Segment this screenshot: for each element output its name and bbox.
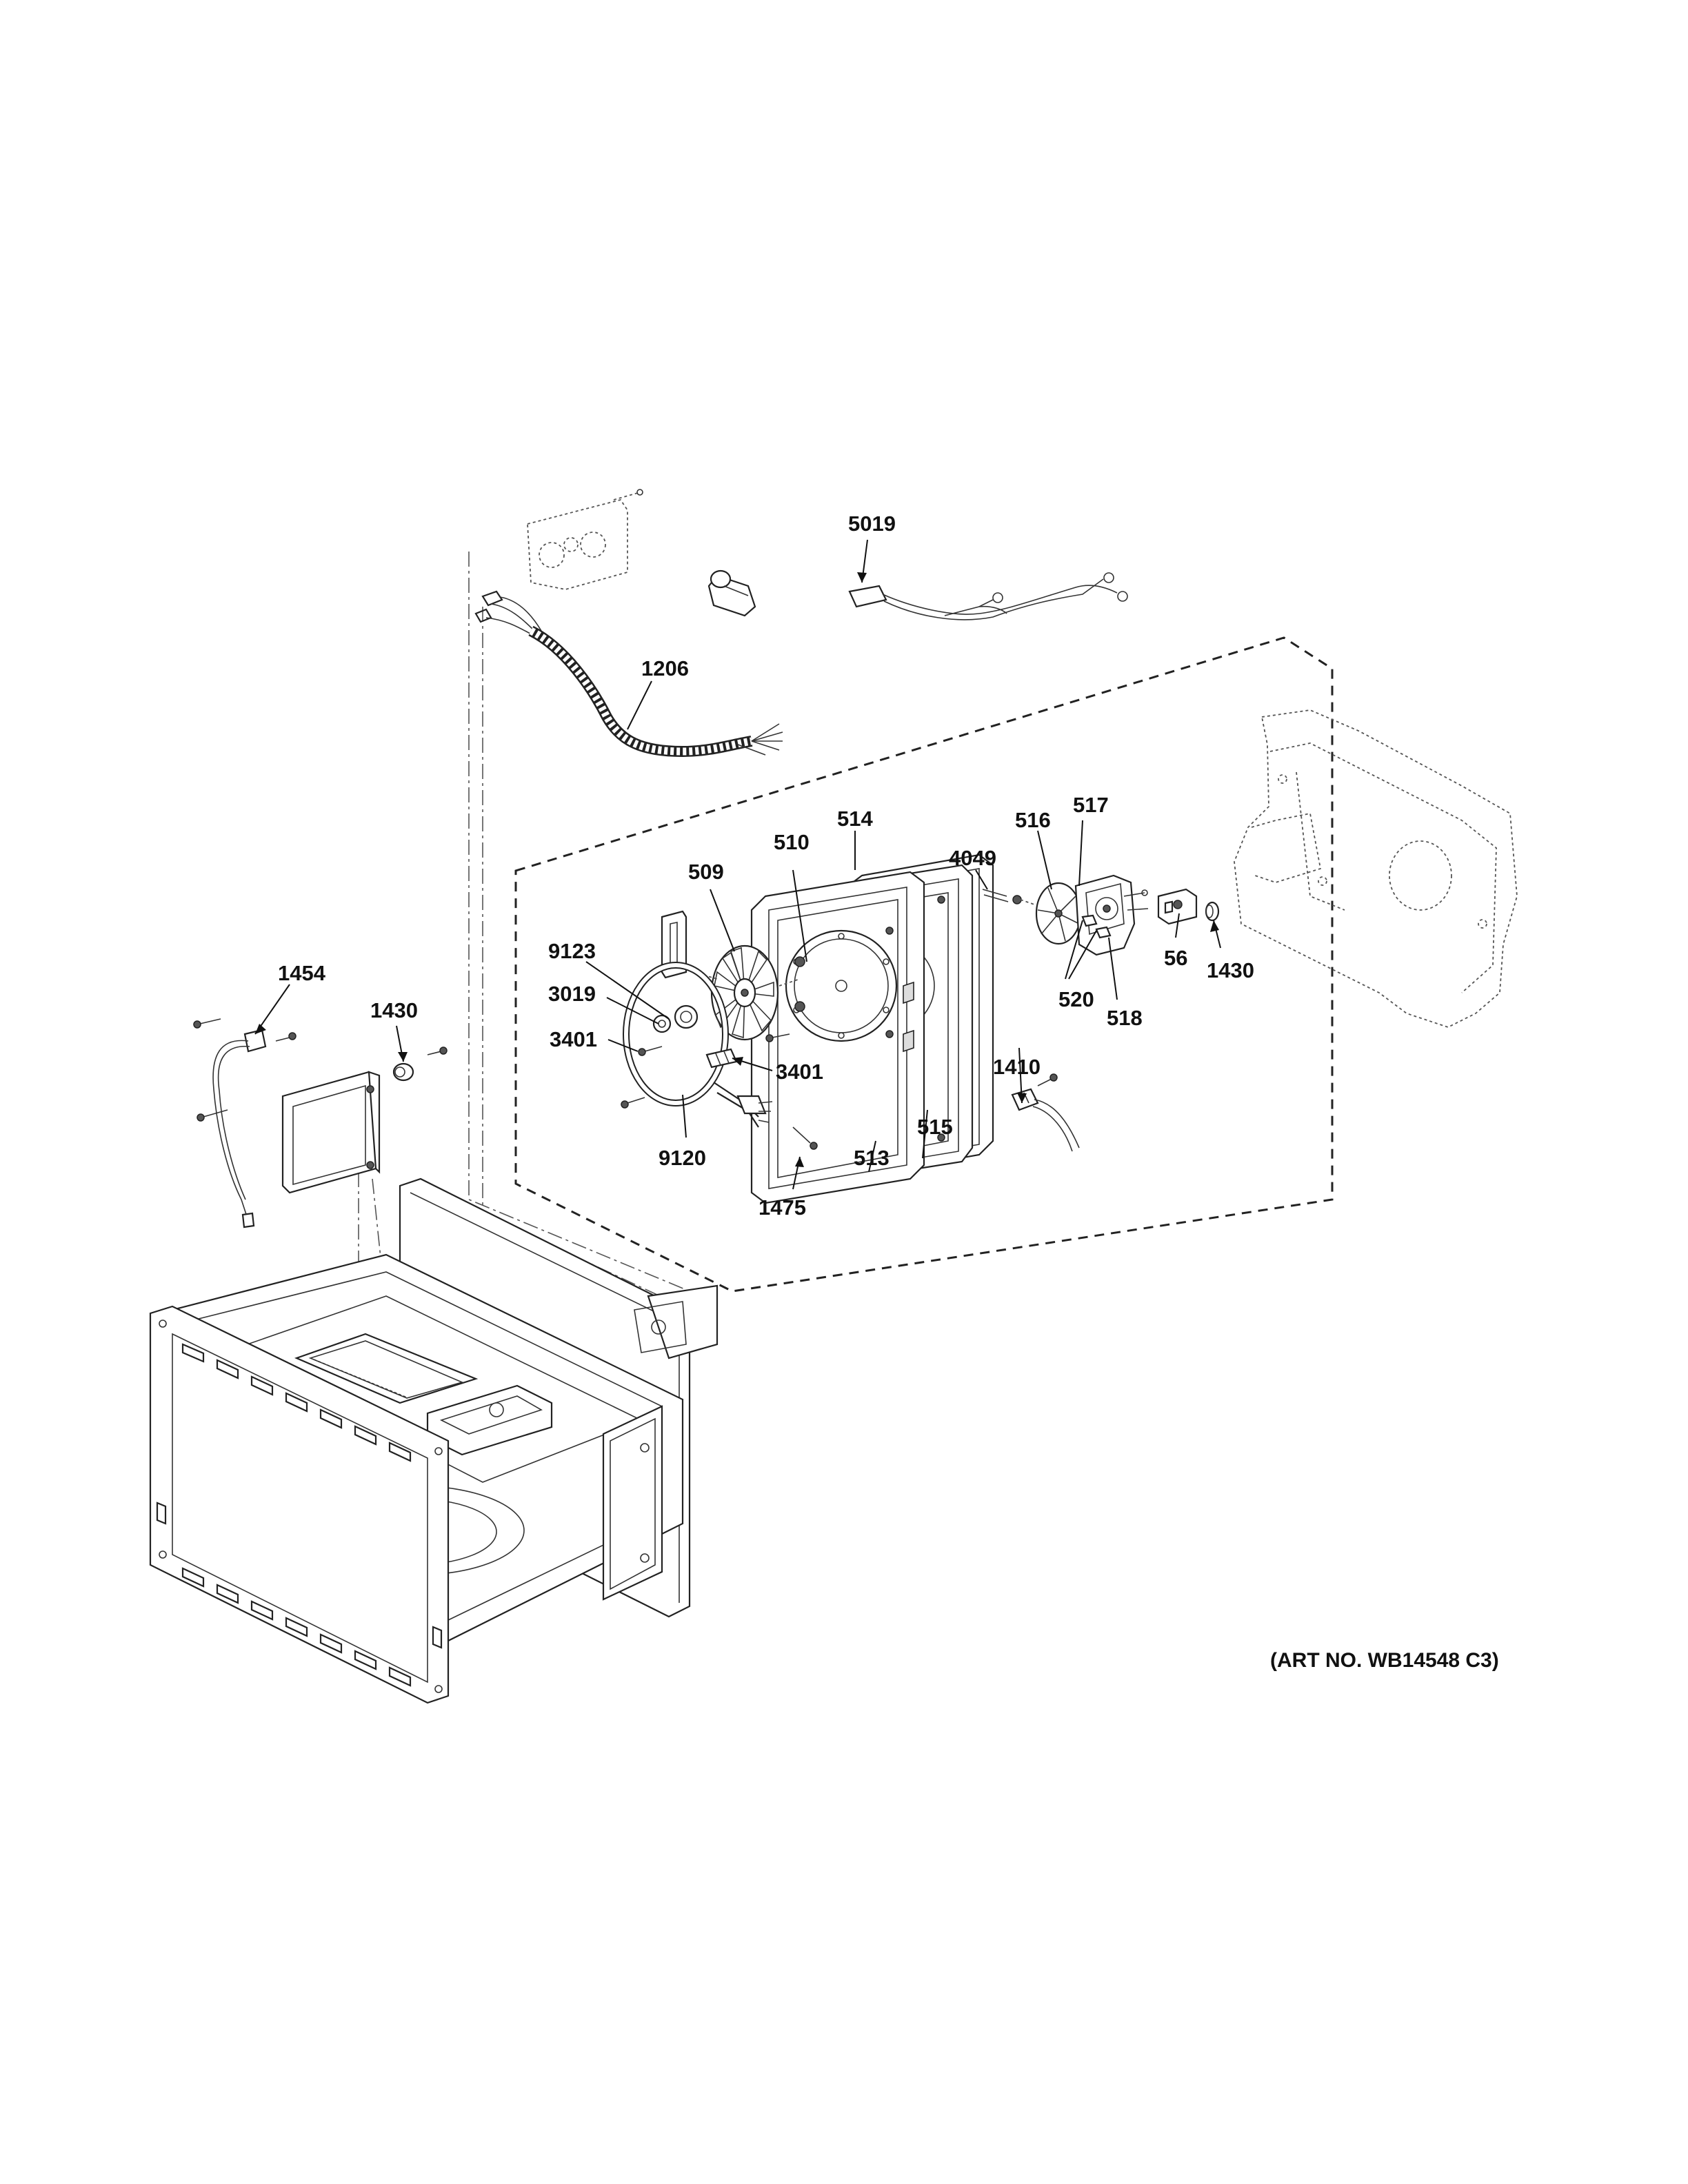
wire-lead-5019 <box>848 572 1128 620</box>
callout-513: 513 <box>854 1146 890 1170</box>
thermistor-1410 <box>1011 1073 1080 1152</box>
callout-518: 518 <box>1107 1006 1143 1030</box>
callout-1410: 1410 <box>993 1055 1041 1079</box>
screws <box>621 1033 818 1150</box>
callout-5019: 5019 <box>848 512 896 536</box>
callout-4049: 4049 <box>949 846 996 870</box>
wire-harness-1206 <box>474 590 783 758</box>
callout-1475: 1475 <box>758 1195 806 1220</box>
ferrite-core <box>707 569 756 617</box>
callout-9120: 9120 <box>659 1146 706 1170</box>
convection-fan-509 <box>692 944 801 1041</box>
gasket-plate-513 <box>750 871 925 1204</box>
callout-510: 510 <box>774 830 810 854</box>
leader-lines <box>254 539 1221 1190</box>
heating-element-9120 <box>623 962 773 1128</box>
callout-1430-left: 1430 <box>370 998 418 1022</box>
pin-4049 <box>982 889 1022 904</box>
callout-514: 514 <box>837 807 873 831</box>
wiring-bracket-phantom <box>527 489 643 590</box>
cooling-fan-516 <box>1020 882 1082 945</box>
thermostat-bracket-56 <box>1157 888 1198 925</box>
callout-516: 516 <box>1015 808 1051 832</box>
callout-3019: 3019 <box>548 982 596 1006</box>
subassembly-dashed-boundary <box>514 636 1334 1293</box>
fan-motor-517 <box>1074 874 1149 956</box>
callout-56: 56 <box>1164 946 1187 970</box>
thermostat-1430-left <box>392 1046 448 1082</box>
element-bracket <box>661 910 687 979</box>
callout-labels: 5019 1206 514 510 509 4049 516 517 9123 … <box>278 512 1254 1220</box>
thermostat-1430-right <box>1205 901 1220 922</box>
left-sensor-bracket <box>281 1071 381 1194</box>
rear-housing-phantom <box>1234 709 1518 1028</box>
callout-1206: 1206 <box>641 656 689 680</box>
callout-520: 520 <box>1058 987 1094 1011</box>
sensor-1454 <box>193 1018 297 1228</box>
callout-1430-right: 1430 <box>1207 958 1254 982</box>
callout-517: 517 <box>1073 793 1109 817</box>
front-frame <box>149 1305 450 1704</box>
callout-3401-right: 3401 <box>776 1060 823 1084</box>
callout-3401-left: 3401 <box>550 1027 597 1051</box>
callout-509: 509 <box>688 860 724 884</box>
callout-515: 515 <box>917 1115 953 1139</box>
art-number: (ART NO. WB14548 C3) <box>1270 1649 1499 1672</box>
callout-1454: 1454 <box>278 961 326 985</box>
leader-arrowheads <box>255 572 1219 1167</box>
callout-9123: 9123 <box>548 939 596 963</box>
